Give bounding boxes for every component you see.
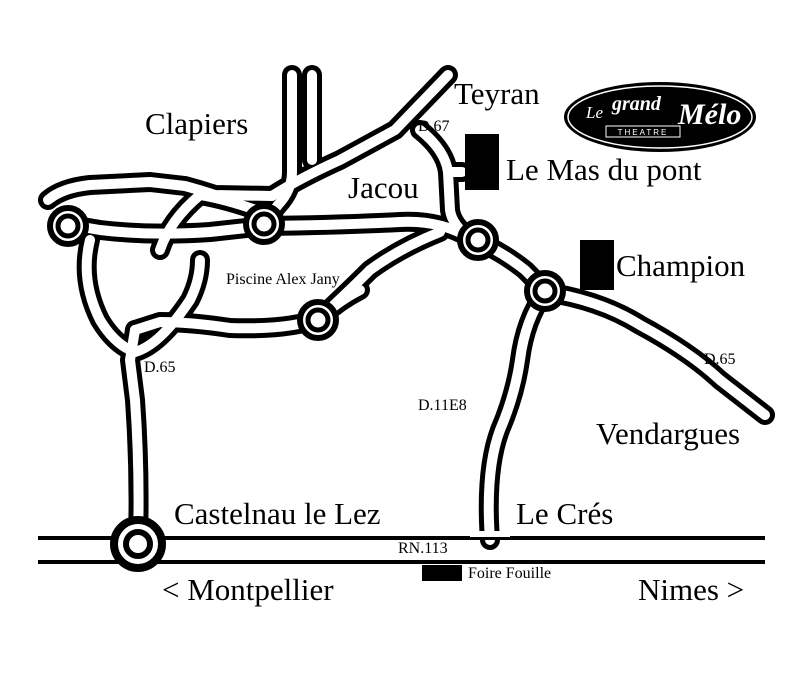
place-castelnau: Castelnau le Lez [174, 496, 381, 531]
roundabout [110, 516, 166, 572]
road-d65-west: D.65 [144, 359, 176, 376]
logo-subtitle: THEATRE [618, 128, 669, 137]
label-champion: Champion [616, 248, 746, 283]
road-d67: D.67 [418, 118, 450, 135]
foire-fouille-marker [422, 565, 462, 581]
place-teyran: Teyran [454, 76, 540, 111]
label-piscine: Piscine Alex Jany [226, 271, 340, 288]
roundabout [243, 203, 285, 245]
roundabout [47, 205, 89, 247]
svg-text:grand: grand [611, 93, 662, 115]
road-d11e8: D.11E8 [418, 397, 467, 414]
le-mas-du-pont-marker [465, 134, 499, 190]
place-jacou: Jacou [348, 170, 419, 205]
svg-text:Mélo: Mélo [677, 98, 741, 131]
roundabout [524, 270, 566, 312]
champion-marker [580, 240, 614, 290]
road-d65-east: D.65 [704, 351, 736, 368]
roundabout [297, 299, 339, 341]
place-le-cres: Le Crés [516, 496, 614, 531]
road-rn113: RN.113 [398, 540, 448, 557]
roundabout [457, 219, 499, 261]
svg-text:Le: Le [585, 103, 603, 122]
label-le-mas-du-pont: Le Mas du pont [506, 152, 702, 187]
le-grand-melo-logo: Le grand Mélo THEATRE [564, 82, 756, 152]
place-clapiers: Clapiers [145, 106, 249, 141]
direction-nimes: Nimes > [638, 572, 745, 607]
direction-montpellier: < Montpellier [162, 572, 334, 607]
label-foire-fouille: Foire Fouille [468, 565, 552, 582]
place-vendargues: Vendargues [596, 416, 741, 451]
